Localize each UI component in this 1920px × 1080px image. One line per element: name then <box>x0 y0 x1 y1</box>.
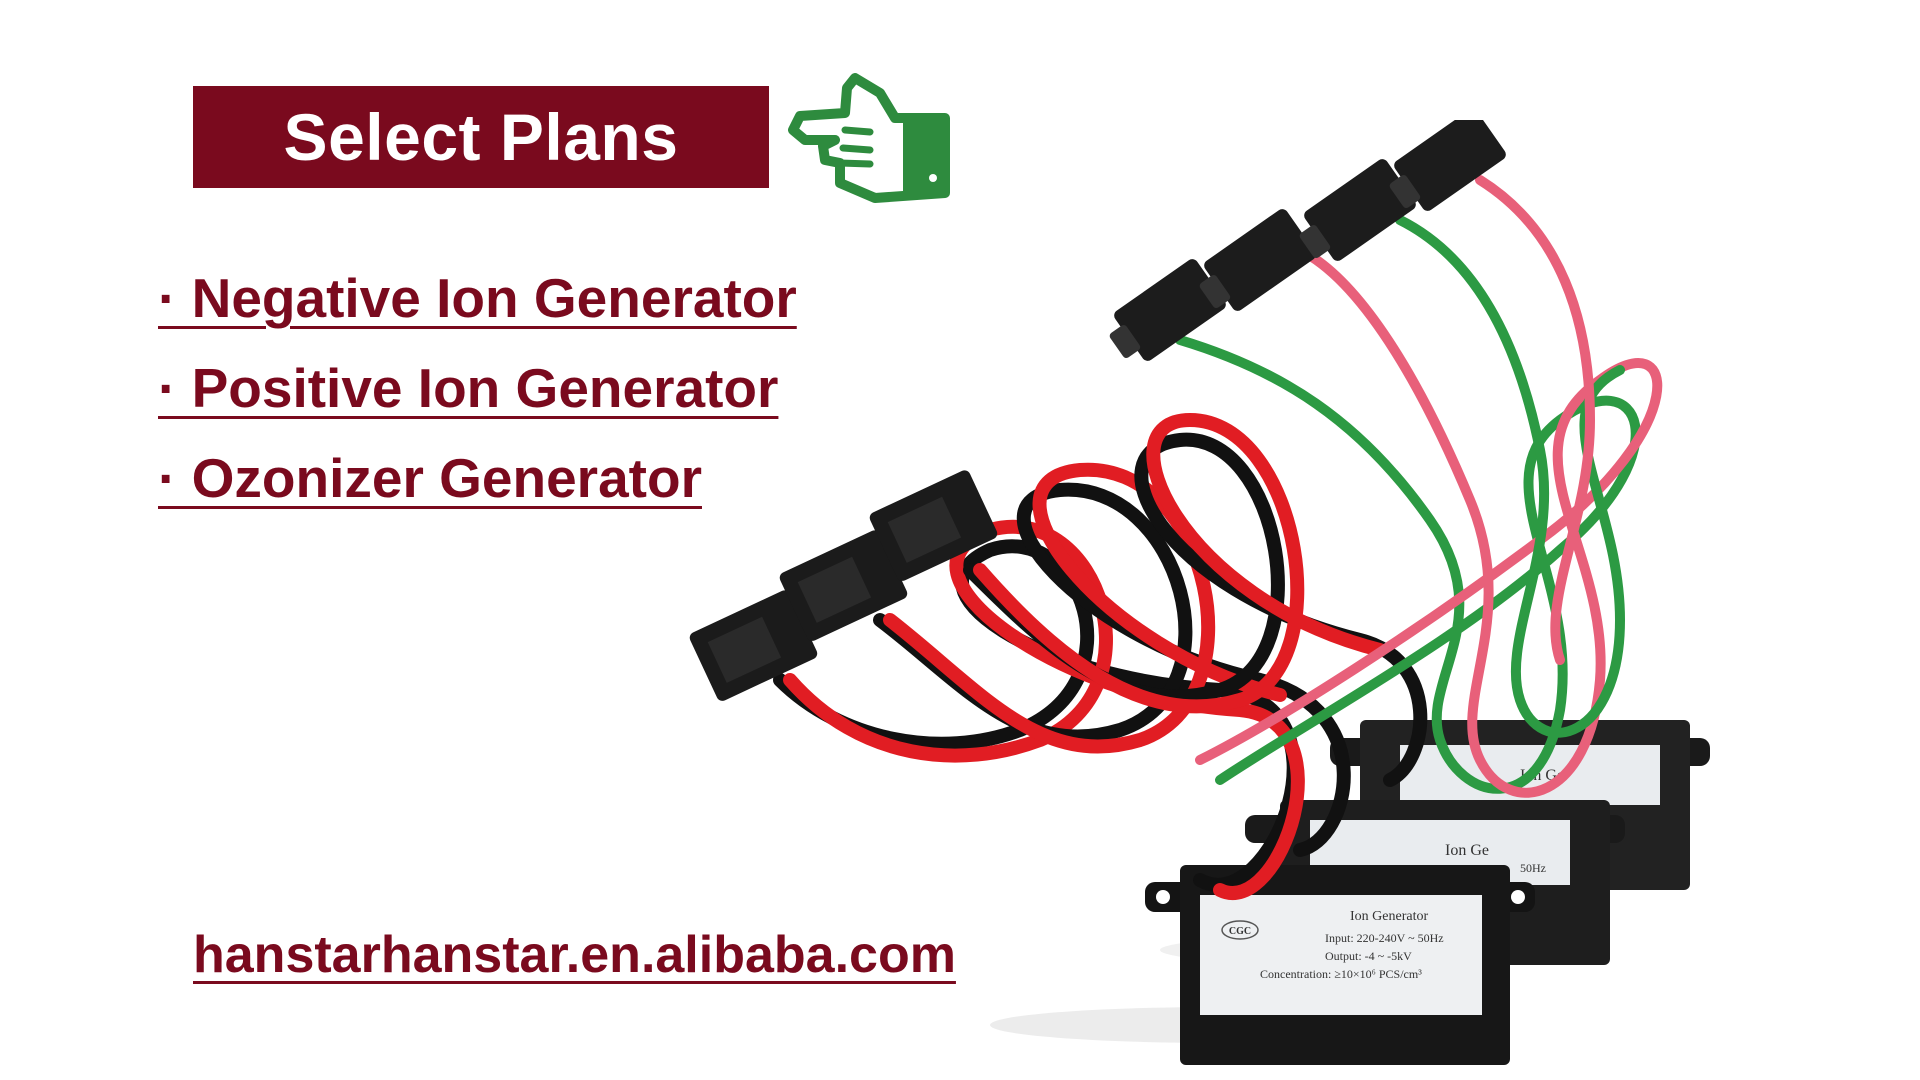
middle-label-freq: 50Hz <box>1520 861 1546 875</box>
generator-box-front: CGC Ion Generator Input: 220-240V ~ 50Hz… <box>1145 865 1535 1065</box>
plan-item-positive-ion[interactable]: · Positive Ion Generator <box>158 357 779 419</box>
select-plans-banner: Select Plans <box>193 86 769 188</box>
banner-title: Select Plans <box>283 100 679 174</box>
label-concentration: Concentration: ≥10×10⁶ PCS/cm³ <box>1260 967 1422 981</box>
label-brand: CGC <box>1229 926 1251 937</box>
green-pink-cables <box>1175 175 1663 798</box>
plan-item-ozonizer[interactable]: · Ozonizer Generator <box>158 447 702 509</box>
label-input: Input: 220-240V ~ 50Hz <box>1325 931 1444 945</box>
ion-generator-product-image: Ion Ge Ion Ge 50Hz CGC Ion Generator Inp… <box>689 120 1710 1065</box>
plug-connectors <box>1109 120 1506 361</box>
plans-list: · Negative Ion Generator · Positive Ion … <box>158 258 797 528</box>
label-title: Ion Generator <box>1350 909 1428 924</box>
black-connectors <box>689 470 998 701</box>
pointing-hand-icon <box>788 73 950 203</box>
plan-item-negative-ion[interactable]: · Negative Ion Generator <box>158 267 797 329</box>
website-link[interactable]: hanstarhanstar.en.alibaba.com <box>193 926 956 984</box>
middle-label-title: Ion Ge <box>1445 842 1489 859</box>
label-output: Output: -4 ~ -5kV <box>1325 949 1412 963</box>
